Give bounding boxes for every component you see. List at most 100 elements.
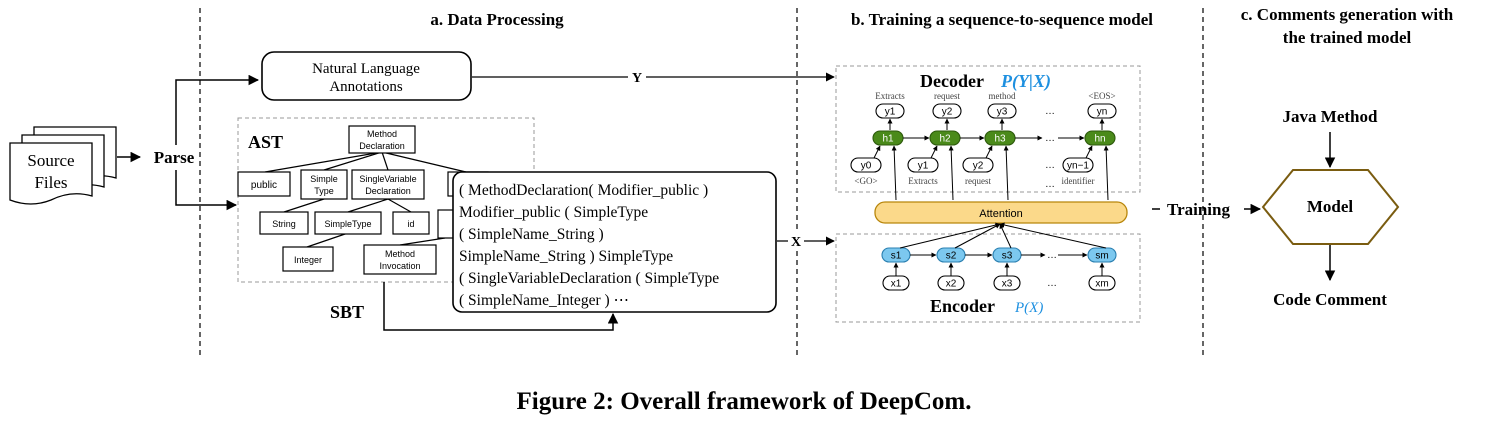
ast-node-string: String — [259, 211, 309, 235]
encoder-state-node-label: s3 — [1002, 251, 1013, 262]
top-word-label: method — [989, 91, 1016, 101]
decoder-probability: P(Y|X) — [1000, 71, 1051, 92]
input-to-hidden-arrow — [873, 145, 881, 159]
attention-to-hidden-arrow — [948, 145, 954, 201]
svg-text:SimpleType: SimpleType — [324, 219, 371, 229]
x-label: X — [791, 235, 801, 250]
sbt-line: ( SimpleName_Integer ) ⋯ — [459, 292, 629, 309]
svg-text:id: id — [407, 219, 414, 229]
decoder-input-node-label: y1 — [918, 161, 929, 172]
encoder-title: Encoder — [930, 296, 995, 316]
section-title-c-line2: the trained model — [1283, 28, 1412, 47]
decoder-input-node — [962, 157, 994, 173]
sbt-line: Modifier_public ( SimpleType — [459, 204, 648, 221]
hidden-node-label: h2 — [939, 134, 951, 145]
encoder-state-node-label: s2 — [946, 251, 957, 262]
encoder-input-node-label: x3 — [1002, 279, 1013, 290]
sbt-line: ( MethodDeclaration( Modifier_public ) — [459, 182, 708, 199]
decoder-container — [835, 65, 1141, 193]
decoder-input-node — [850, 157, 882, 173]
sbt-box — [452, 171, 777, 313]
decoder-input-node-label: y2 — [973, 161, 984, 172]
sbt-line: ( SimpleName_String ) — [459, 226, 604, 243]
ellipsis-label: … — [1045, 179, 1055, 190]
ast-node-simpletype: SimpleType — [314, 211, 382, 235]
sbt-line: SimpleName_String ) SimpleType — [459, 248, 673, 265]
annotations-label-1: Natural Language — [312, 61, 420, 77]
sbt-label: SBT — [330, 302, 364, 322]
encoder-input-node-label: x1 — [891, 279, 902, 290]
svg-text:Invocation: Invocation — [379, 261, 420, 271]
source-files-label-1: Source — [27, 151, 74, 170]
ellipsis-label: … — [1045, 160, 1055, 171]
ast-node-integer: Integer — [282, 246, 334, 272]
model-hexagon — [1261, 169, 1400, 245]
encoder-to-attention-arrow — [954, 223, 1001, 249]
figure-caption: Figure 2: Overall framework of DeepCom. — [516, 388, 972, 415]
input-to-hidden-arrow — [930, 145, 938, 159]
section-title-c-line1: c. Comments generation with — [1241, 5, 1454, 24]
ast-node-id: id — [392, 211, 430, 235]
encoder-state-node-label: sm — [1095, 251, 1108, 262]
arrow-parse-to-annotations — [175, 74, 260, 145]
top-word-label: <EOS> — [1088, 91, 1115, 101]
ellipsis-label: … — [1047, 250, 1057, 261]
top-word-label: request — [934, 91, 960, 101]
ellipsis-label: … — [1047, 278, 1057, 289]
decoder-input-node-label: yn−1 — [1067, 161, 1089, 172]
output-node — [875, 103, 905, 119]
attention-label: Attention — [979, 208, 1022, 220]
output-node-label: y3 — [997, 107, 1008, 118]
svg-text:public: public — [251, 180, 277, 191]
ast-node-single-variable-declaration: SingleVariable Declaration — [351, 169, 425, 200]
encoder-to-attention-arrow — [999, 223, 1012, 249]
annotations-label-2: Annotations — [329, 79, 402, 95]
code-comment-label: Code Comment — [1273, 290, 1387, 309]
svg-text:Method: Method — [367, 129, 397, 139]
svg-text:Declaration: Declaration — [359, 141, 405, 151]
svg-text:Method: Method — [385, 249, 415, 259]
svg-text:String: String — [272, 219, 296, 229]
seq2seq-nodes: Extractsy1h1y0<GO>requesty2h2y1Extractsm… — [850, 91, 1117, 291]
training-label: Training — [1167, 200, 1230, 219]
ellipsis-label: … — [1045, 133, 1055, 144]
attention-to-hidden-arrow — [1103, 145, 1109, 201]
encoder-probability: P(X) — [1014, 300, 1043, 316]
encoder-state-node — [1087, 247, 1117, 263]
source-files-stack: Source Files — [9, 126, 117, 205]
annotations-box — [261, 51, 472, 101]
input-to-hidden-arrow — [985, 145, 993, 159]
hidden-node — [1084, 130, 1116, 146]
decoder-input-node-label: y0 — [861, 161, 872, 172]
input-to-hidden-arrow — [1085, 145, 1093, 159]
output-node-label: y2 — [942, 107, 953, 118]
encoder-to-attention-arrow — [999, 222, 1107, 249]
attention-to-hidden-arrow — [1003, 145, 1009, 201]
decoder-title: Decoder — [920, 71, 984, 91]
encoder-input-node-label: xm — [1095, 279, 1108, 290]
arrow-ast-to-sbt — [383, 282, 619, 331]
sbt-line: ( SingleVariableDeclaration ( SimpleType — [459, 270, 719, 287]
decoder-input-node — [907, 157, 939, 173]
ellipsis-label: … — [1045, 106, 1055, 117]
svg-text:Type: Type — [314, 186, 334, 196]
svg-text:Declaration: Declaration — [365, 186, 411, 196]
ast-node-public: public — [237, 171, 291, 197]
decoder-input-word-label: Extracts — [908, 176, 938, 186]
attention-to-hidden-arrow — [891, 145, 897, 201]
output-node — [932, 103, 962, 119]
hidden-node-label: h3 — [994, 134, 1006, 145]
ast-label: AST — [248, 132, 283, 152]
java-method-label: Java Method — [1283, 107, 1378, 126]
encoder-input-node-label: x2 — [946, 279, 957, 290]
decoder-input-word-label: request — [965, 176, 991, 186]
model-label: Model — [1307, 197, 1354, 216]
output-node-label: y1 — [885, 107, 896, 118]
ast-node-method-declaration: Method Declaration — [348, 125, 416, 154]
y-label: Y — [632, 71, 642, 86]
svg-text:SingleVariable: SingleVariable — [359, 174, 416, 184]
sbt-text: ( MethodDeclaration( Modifier_public ) M… — [459, 182, 719, 309]
decoder-input-word-label: <GO> — [854, 176, 877, 186]
svg-text:Integer: Integer — [294, 255, 322, 265]
ast-node-simple-type: Simple Type — [300, 169, 348, 200]
